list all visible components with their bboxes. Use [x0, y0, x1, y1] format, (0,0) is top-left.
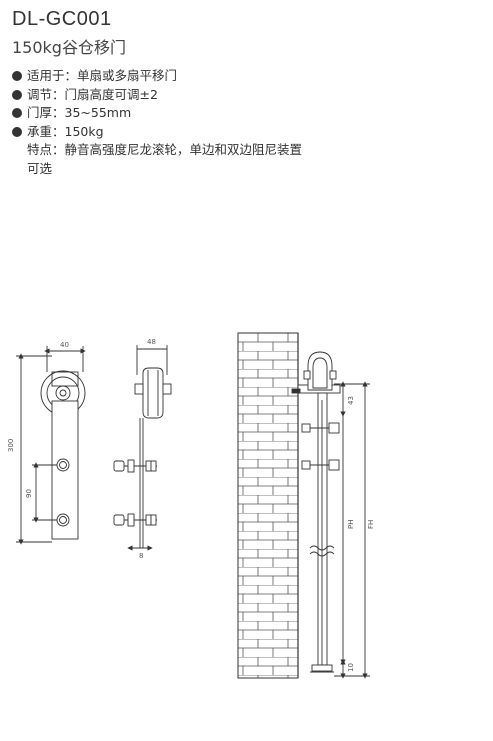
dim-fh: FH: [367, 520, 375, 529]
product-subtitle: 150kg谷仓移门: [12, 38, 126, 57]
brick-wall: [237, 332, 299, 679]
dim-ph: PH: [347, 520, 355, 530]
spec-item: 门厚：35~55mm: [12, 104, 302, 123]
bullet-icon: [12, 108, 22, 119]
front-view: [16, 346, 86, 545]
install-view: [291, 351, 370, 679]
dim-10: 10: [347, 663, 355, 672]
dim-300: 300: [7, 439, 15, 452]
features-line-1: 特点：静音高强度尼龙滚轮，单边和双边阻尼装置: [27, 142, 303, 158]
bullet-icon: [12, 89, 22, 100]
spec-item: 适用于：单扇或多扇平移门: [12, 67, 302, 86]
dim-48: 48: [147, 338, 156, 346]
dim-90: 90: [25, 489, 33, 498]
spec-list: 适用于：单扇或多扇平移门 调节：门扇高度可调±2 门厚：35~55mm 承重：1…: [12, 67, 302, 179]
model-title: DL-GC001: [12, 8, 112, 30]
dim-8: 8: [139, 552, 143, 560]
bullet-icon: [12, 71, 22, 82]
spec-item: 承重：150kg: [12, 123, 302, 142]
features-line-2: 可选: [27, 160, 53, 176]
spec-item: 调节：门扇高度可调±2: [12, 86, 302, 105]
dim-40: 40: [60, 341, 69, 349]
bullet-icon: [12, 127, 22, 138]
dim-43: 43: [347, 396, 355, 405]
side-view: [113, 345, 172, 551]
